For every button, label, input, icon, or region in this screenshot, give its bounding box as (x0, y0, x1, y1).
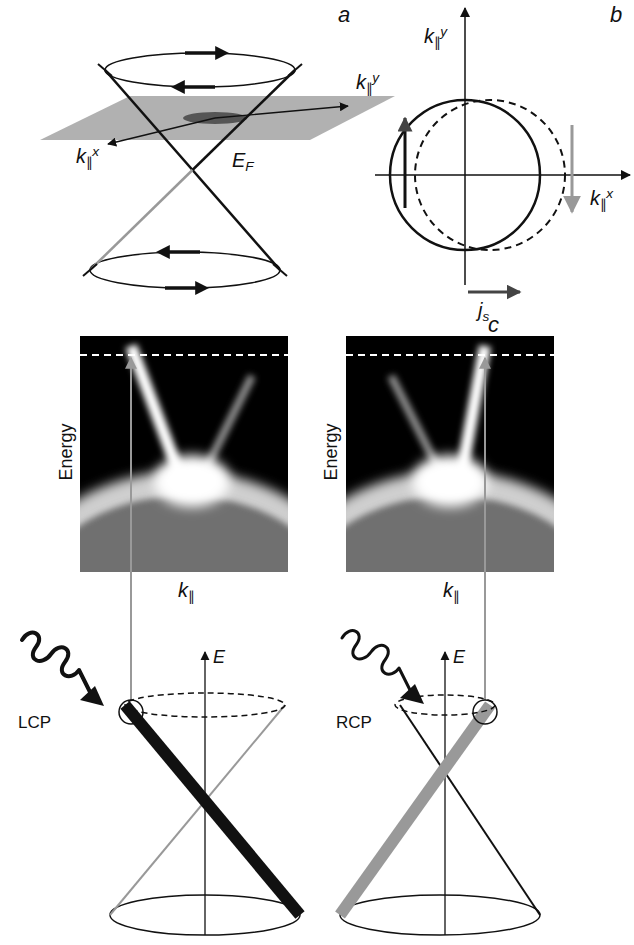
glyph: x (92, 144, 99, 159)
glyph: L (18, 713, 27, 732)
axis-label: k∥x (76, 146, 99, 166)
glyph: n (321, 459, 341, 469)
glyph: y (440, 24, 447, 39)
glyph: E (321, 469, 341, 481)
glyph: R (336, 713, 348, 732)
glyph: j (478, 299, 482, 321)
glyph: E (56, 469, 76, 481)
dirac-cone-rcp (340, 631, 540, 935)
glyph: k (356, 71, 366, 93)
glyph: a (338, 2, 350, 27)
polarization-label: LCP (18, 714, 51, 731)
glyph: r (56, 442, 76, 448)
glyph: g (321, 432, 341, 442)
glyph: x (606, 186, 613, 201)
glyph: P (40, 713, 51, 732)
transition-arrow (484, 358, 486, 700)
glyph: ∥ (434, 35, 441, 50)
glyph: r (321, 442, 341, 448)
arpes-image-rcp (346, 336, 554, 572)
glyph: E (213, 647, 225, 667)
glyph: k (178, 579, 188, 601)
glyph: k (590, 187, 600, 209)
axis-label: E (213, 648, 225, 666)
fermi-level-label: EF (232, 150, 254, 170)
spin-current-label: js (478, 300, 489, 320)
glyph: ∥ (366, 81, 373, 96)
glyph: b (610, 2, 622, 27)
glyph: ∥ (188, 589, 195, 604)
axis-label: k∥x (590, 188, 613, 208)
glyph: ∥ (86, 155, 93, 170)
glyph: F (245, 159, 253, 174)
glyph: e (321, 448, 341, 458)
panel-letter: a (338, 4, 350, 26)
axis-label: k∥ (178, 580, 195, 600)
arpes-image-lcp (80, 336, 288, 572)
glyph: E (453, 647, 465, 667)
panel-letter: c (488, 314, 499, 336)
glyph: C (27, 713, 39, 732)
glyph: y (56, 423, 76, 432)
panel-letter: b (610, 4, 622, 26)
glyph: k (443, 579, 453, 601)
axis-label: k∥ (443, 580, 460, 600)
axis-label: k∥y (356, 72, 379, 92)
glyph: y (372, 70, 379, 85)
glyph: c (488, 312, 499, 337)
polarization-label: RCP (336, 714, 372, 731)
axis-label: k∥y (424, 26, 447, 46)
glyph: g (56, 432, 76, 442)
transition-arrow (130, 358, 132, 700)
glyph: ∥ (600, 197, 607, 212)
glyph: P (361, 713, 372, 732)
glyph: k (424, 25, 434, 47)
glyph: C (348, 713, 360, 732)
dirac-cone-lcp (22, 633, 300, 935)
axis-label: Energy (322, 423, 340, 480)
glyph: ∥ (453, 589, 460, 604)
fermi-contour-b (375, 8, 630, 292)
glyph: E (232, 149, 245, 171)
axis-label: Energy (57, 423, 75, 480)
glyph: e (56, 448, 76, 458)
glyph: k (76, 145, 86, 167)
dirac-cone-a (40, 53, 395, 288)
glyph: n (56, 459, 76, 469)
axis-label: E (453, 648, 465, 666)
glyph: y (321, 423, 341, 432)
